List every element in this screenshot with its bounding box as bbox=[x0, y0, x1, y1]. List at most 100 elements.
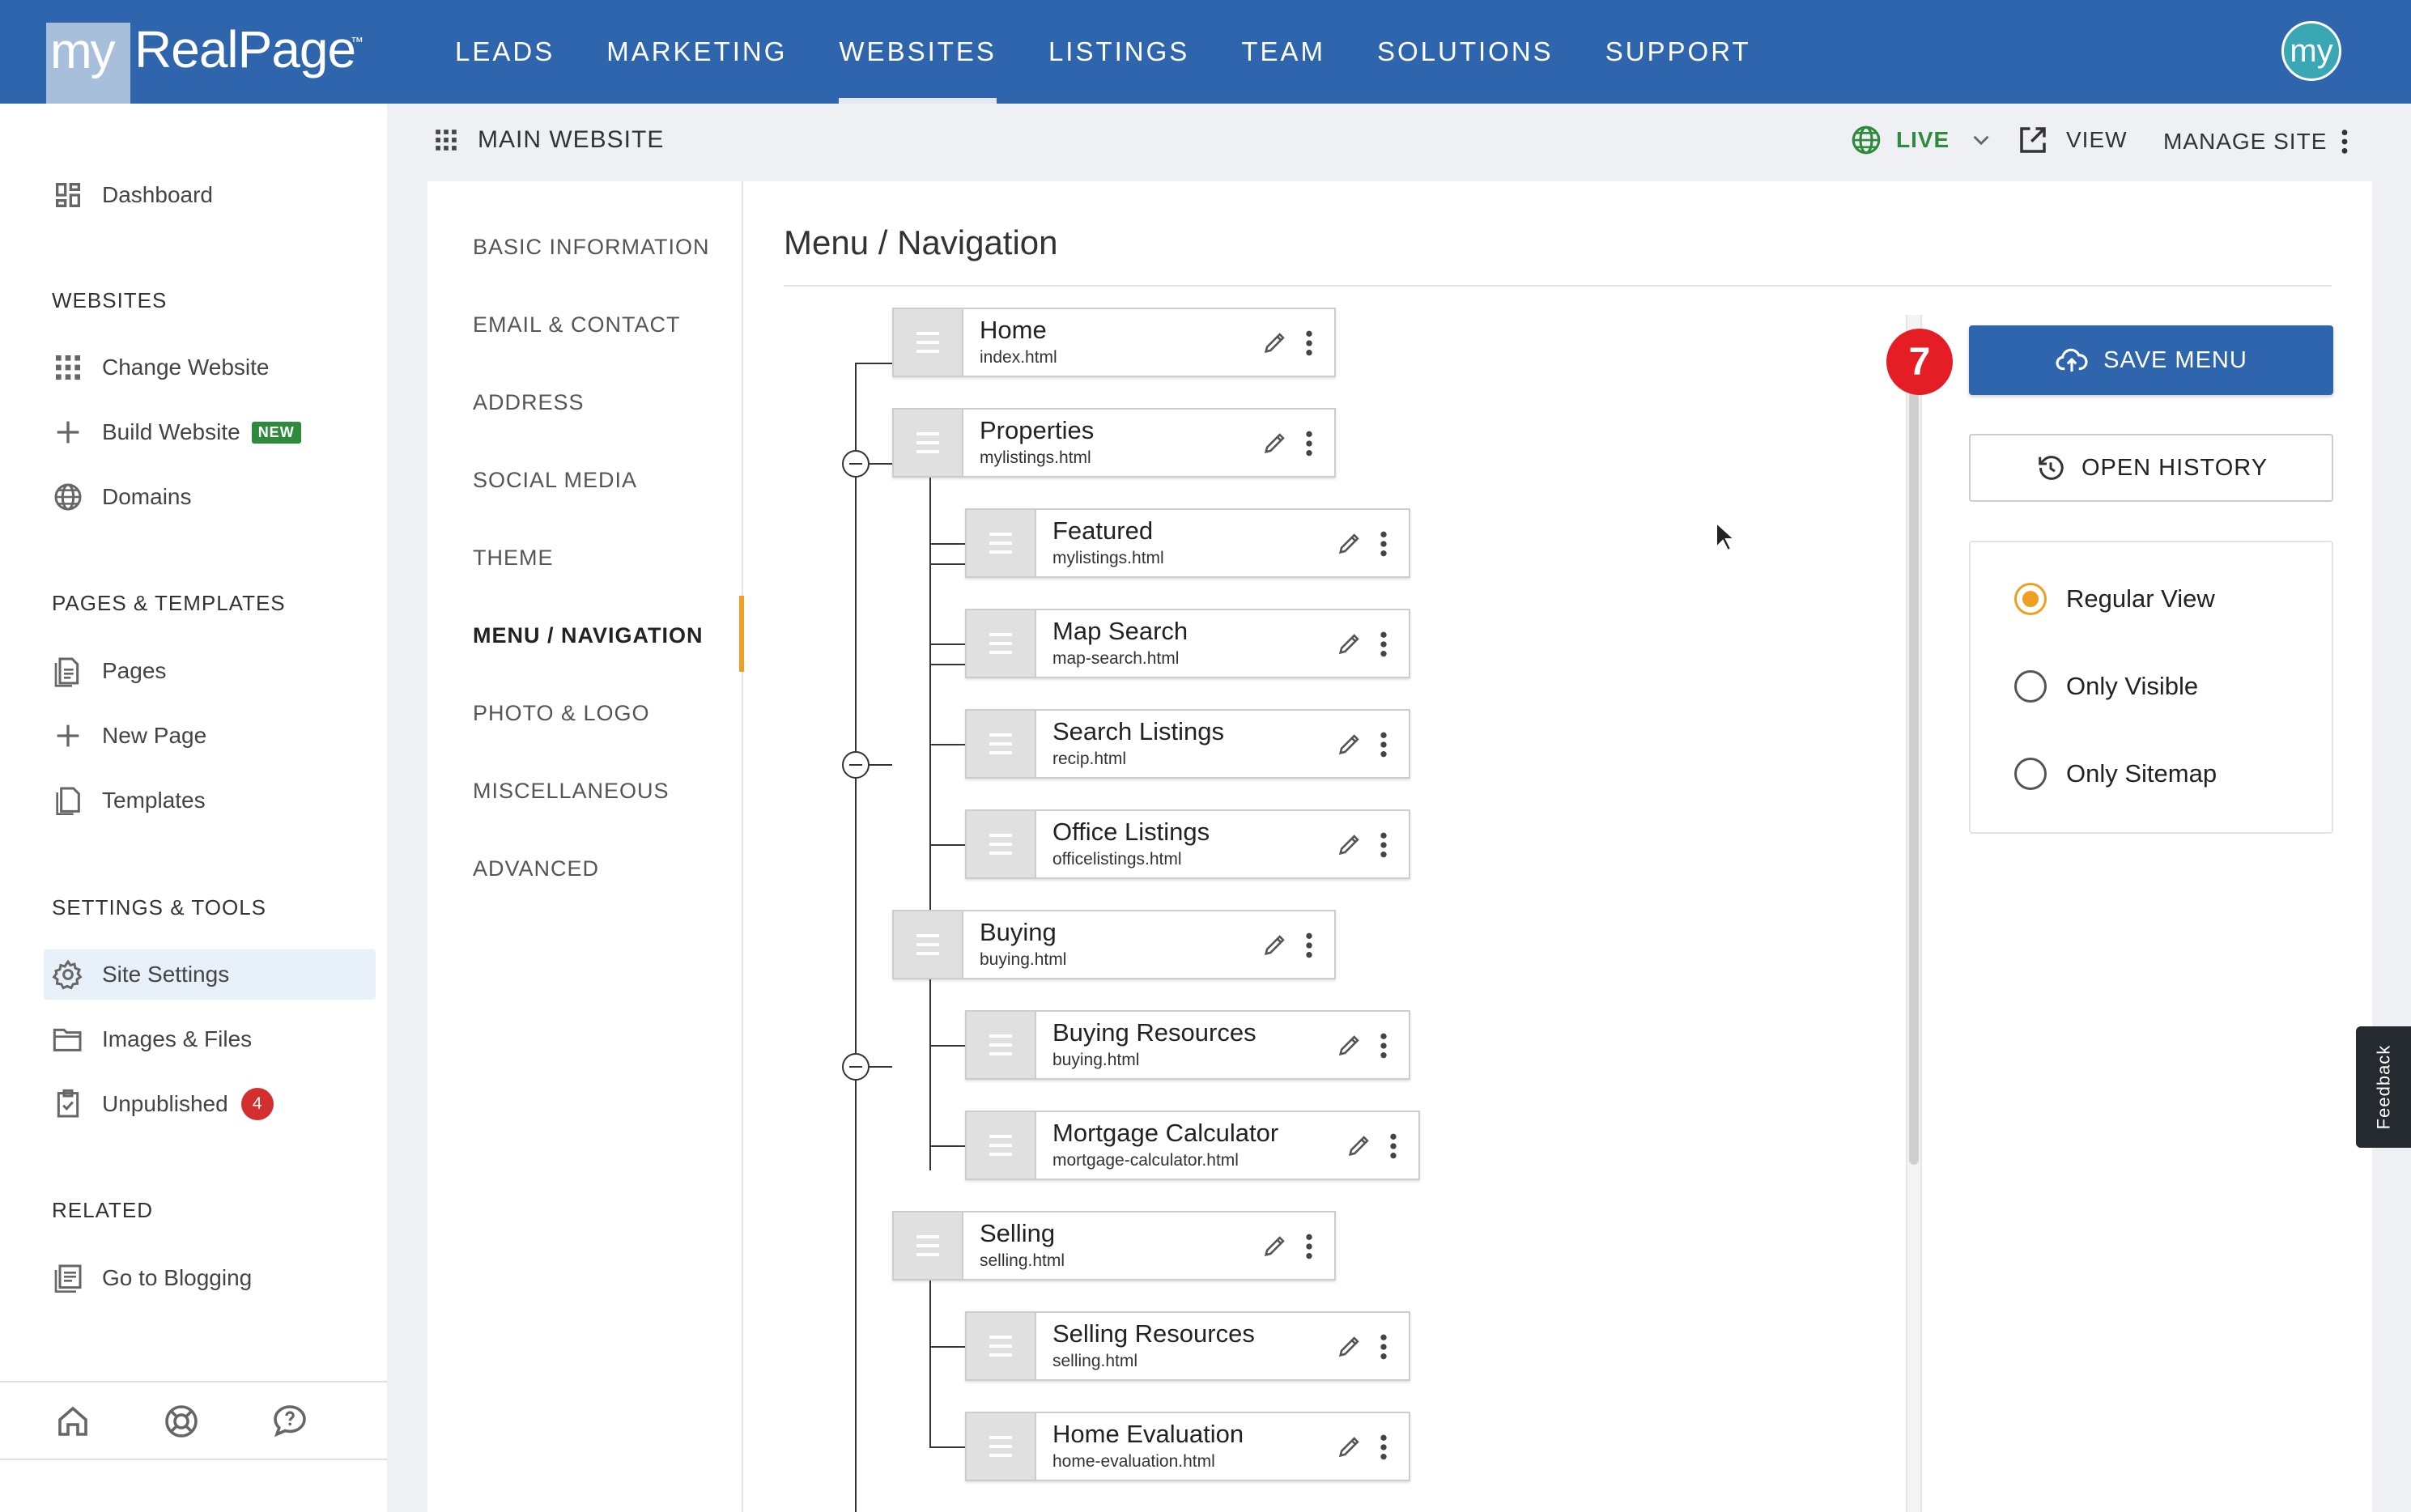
settings-nav-address[interactable]: ADDRESS bbox=[473, 390, 585, 414]
settings-nav-menu-navigation[interactable]: MENU / NAVIGATION bbox=[473, 623, 704, 648]
drag-handle-icon[interactable] bbox=[894, 911, 963, 978]
sidebar-item-images-files[interactable]: Images & Files bbox=[44, 1014, 376, 1064]
radio-only-sitemap[interactable]: Only Sitemap bbox=[2014, 758, 2217, 790]
more-vertical-icon[interactable] bbox=[1370, 1431, 1397, 1463]
more-vertical-icon[interactable] bbox=[1370, 1331, 1397, 1363]
settings-nav-basic-information[interactable]: BASIC INFORMATION bbox=[473, 235, 710, 259]
sidebar-item-go-blogging[interactable]: Go to Blogging bbox=[44, 1253, 376, 1303]
user-avatar[interactable]: my bbox=[2281, 21, 2341, 81]
more-vertical-icon[interactable] bbox=[1295, 1230, 1323, 1263]
more-vertical-icon[interactable] bbox=[1370, 1030, 1397, 1062]
topnav-team[interactable]: TEAM bbox=[1241, 36, 1325, 66]
drag-handle-icon[interactable] bbox=[967, 1413, 1036, 1480]
settings-nav-miscellaneous[interactable]: MISCELLANEOUS bbox=[473, 779, 670, 803]
pencil-edit-icon[interactable] bbox=[1336, 1433, 1363, 1460]
pencil-edit-icon[interactable] bbox=[1261, 329, 1289, 356]
more-vertical-icon[interactable] bbox=[1295, 327, 1323, 359]
drag-handle-icon[interactable] bbox=[967, 510, 1036, 576]
settings-nav-advanced[interactable]: ADVANCED bbox=[473, 856, 600, 881]
logo-my[interactable]: my bbox=[50, 23, 116, 79]
feedback-tab[interactable]: Feedback bbox=[2356, 1026, 2411, 1148]
collapse-properties-button[interactable] bbox=[842, 450, 870, 478]
settings-nav-photo-logo[interactable]: PHOTO & LOGO bbox=[473, 701, 650, 725]
pencil-edit-icon[interactable] bbox=[1336, 630, 1363, 657]
help-lifebuoy-icon[interactable] bbox=[162, 1402, 201, 1441]
pencil-edit-icon[interactable] bbox=[1346, 1132, 1373, 1159]
more-vertical-icon[interactable] bbox=[1370, 528, 1397, 560]
sidebar-item-new-page[interactable]: New Page bbox=[44, 711, 376, 761]
radio-button[interactable] bbox=[2014, 758, 2047, 790]
more-vertical-icon[interactable] bbox=[1370, 829, 1397, 861]
collapse-buying-button[interactable] bbox=[842, 751, 870, 779]
drag-handle-icon[interactable] bbox=[967, 811, 1036, 877]
pencil-edit-icon[interactable] bbox=[1261, 1232, 1289, 1259]
tree-scrollbar[interactable] bbox=[1906, 315, 1922, 1512]
drag-handle-icon[interactable] bbox=[894, 410, 963, 476]
pencil-edit-icon[interactable] bbox=[1336, 529, 1363, 557]
drag-handle-icon[interactable] bbox=[894, 309, 963, 376]
drag-handle-icon[interactable] bbox=[967, 610, 1036, 677]
tree-scrollbar-thumb[interactable] bbox=[1909, 331, 1919, 1165]
sidebar-item-domains[interactable]: Domains bbox=[44, 472, 376, 522]
topnav-support[interactable]: SUPPORT bbox=[1605, 36, 1751, 66]
pencil-edit-icon[interactable] bbox=[1261, 429, 1289, 457]
more-vertical-icon[interactable] bbox=[1295, 427, 1323, 460]
sidebar-item-unpublished[interactable]: Unpublished 4 bbox=[44, 1079, 376, 1129]
sidebar-item-templates[interactable]: Templates bbox=[44, 775, 376, 826]
main-website-selector[interactable]: MAIN WEBSITE bbox=[432, 126, 664, 154]
pencil-edit-icon[interactable] bbox=[1261, 931, 1289, 958]
sidebar-item-change-website[interactable]: Change Website bbox=[44, 342, 376, 393]
topnav-listings[interactable]: LISTINGS bbox=[1048, 36, 1190, 66]
topnav-solutions[interactable]: SOLUTIONS bbox=[1376, 36, 1554, 66]
more-vertical-icon[interactable] bbox=[1370, 728, 1397, 761]
drag-handle-icon[interactable] bbox=[967, 1012, 1036, 1078]
pencil-edit-icon[interactable] bbox=[1336, 830, 1363, 858]
open-history-button[interactable]: OPEN HISTORY bbox=[1969, 434, 2333, 502]
logo-realpage[interactable]: RealPage bbox=[134, 20, 356, 79]
save-menu-button[interactable]: SAVE MENU bbox=[1969, 325, 2333, 395]
settings-nav-email-contact[interactable]: EMAIL & CONTACT bbox=[473, 312, 681, 337]
more-vertical-icon[interactable] bbox=[1370, 628, 1397, 660]
view-site-button[interactable]: VIEW bbox=[2016, 123, 2128, 157]
settings-nav-theme[interactable]: THEME bbox=[473, 546, 554, 570]
pencil-edit-icon[interactable] bbox=[1336, 1332, 1363, 1360]
sidebar-item-pages[interactable]: Pages bbox=[44, 646, 376, 696]
more-vertical-icon[interactable] bbox=[1380, 1130, 1407, 1162]
drag-handle-icon[interactable] bbox=[967, 711, 1036, 777]
collapse-selling-button[interactable] bbox=[842, 1053, 870, 1081]
radio-button-checked[interactable] bbox=[2014, 583, 2047, 615]
sidebar-item-build-website[interactable]: Build Website NEW bbox=[44, 407, 376, 457]
sidebar-item-site-settings[interactable]: Site Settings bbox=[44, 949, 376, 1000]
settings-nav-social-media[interactable]: SOCIAL MEDIA bbox=[473, 468, 638, 492]
chat-question-icon[interactable] bbox=[270, 1402, 309, 1441]
live-status-dropdown[interactable]: LIVE bbox=[1849, 123, 1995, 157]
radio-only-visible[interactable]: Only Visible bbox=[2014, 670, 2198, 703]
drag-handle-icon[interactable] bbox=[967, 1112, 1036, 1179]
manage-site-menu[interactable]: MANAGE SITE bbox=[2163, 128, 2349, 155]
more-vertical-icon[interactable] bbox=[1295, 929, 1323, 962]
topnav-leads[interactable]: LEADS bbox=[455, 36, 555, 66]
sidebar-item-dashboard[interactable]: Dashboard bbox=[44, 170, 376, 220]
topnav-websites[interactable]: WEBSITES bbox=[813, 0, 1023, 104]
drag-handle-icon[interactable] bbox=[894, 1213, 963, 1279]
home-icon[interactable] bbox=[53, 1402, 92, 1441]
pencil-edit-icon[interactable] bbox=[1336, 1031, 1363, 1059]
radio-regular-view[interactable]: Regular View bbox=[2014, 583, 2215, 615]
pencil-edit-icon[interactable] bbox=[1336, 730, 1363, 758]
blog-icon bbox=[54, 1264, 82, 1293]
radio-button[interactable] bbox=[2014, 670, 2047, 703]
drag-handle-icon[interactable] bbox=[967, 1313, 1036, 1379]
topnav-marketing[interactable]: MARKETING bbox=[606, 36, 788, 66]
